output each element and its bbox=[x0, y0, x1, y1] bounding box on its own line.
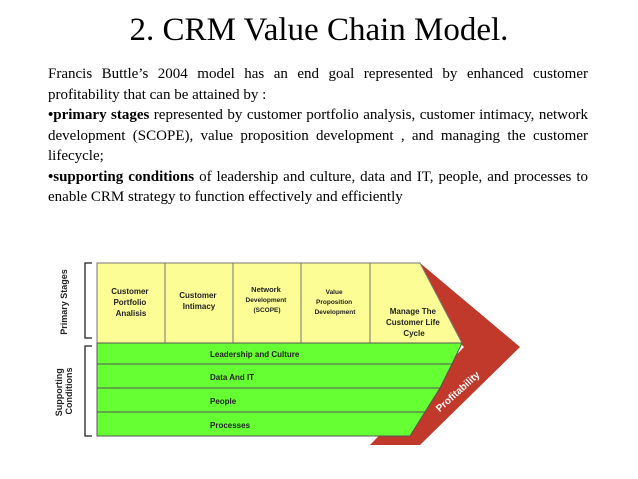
condition-label-processes: Processes bbox=[210, 421, 251, 430]
supporting-conditions-bullet: •supporting conditions of leadership and… bbox=[48, 167, 588, 208]
primary-stages-band bbox=[96, 262, 463, 344]
condition-label-people: People bbox=[210, 397, 237, 406]
stage-label-line: Development bbox=[315, 309, 357, 316]
crm-value-chain-diagram: Primary Stages Supporting Conditions Cus… bbox=[54, 262, 520, 445]
supporting-conditions-label: Supporting Conditions bbox=[54, 366, 74, 417]
condition-label-leadership: Leadership and Culture bbox=[210, 350, 300, 359]
stage-box-intimacy bbox=[164, 262, 234, 344]
stage-label-line: Network bbox=[251, 285, 281, 294]
stage-label-line: Manage The bbox=[390, 307, 437, 316]
primary-stages-label: Primary Stages bbox=[59, 269, 69, 335]
stage-label-line: Customer Life bbox=[386, 318, 440, 327]
stage-label-line: Value bbox=[326, 289, 343, 296]
supporting-conditions-description: of leadership and culture, data and IT, … bbox=[48, 168, 588, 206]
stage-label-line: (SCOPE) bbox=[253, 307, 280, 314]
stage-label-line: Customer bbox=[179, 291, 216, 300]
stage-label-line: Customer bbox=[111, 287, 148, 296]
stage-label-portfolio: Customer Portfolio Analisis bbox=[111, 287, 151, 318]
stage-label-line: Development bbox=[246, 297, 288, 304]
stage-label-line: Intimacy bbox=[183, 302, 216, 311]
primary-stages-bracket bbox=[84, 262, 92, 339]
stage-label-intimacy: Customer Intimacy bbox=[179, 291, 219, 311]
stage-label-line: Portfolio bbox=[113, 298, 146, 307]
primary-stages-bullet: •primary stages represented by customer … bbox=[48, 105, 588, 167]
slide-body: Francis Buttle’s 2004 model has an end g… bbox=[48, 64, 588, 208]
condition-label-data: Data And IT bbox=[210, 373, 254, 382]
intro-paragraph: Francis Buttle’s 2004 model has an end g… bbox=[48, 66, 588, 103]
supporting-conditions-bracket bbox=[84, 345, 92, 437]
condition-bar-people bbox=[96, 387, 441, 413]
slide-title: 2. CRM Value Chain Model. bbox=[129, 12, 509, 48]
supporting-conditions-band bbox=[96, 342, 463, 437]
primary-stages-term: •primary stages bbox=[48, 107, 150, 123]
stage-label-line: Proposition bbox=[316, 299, 352, 306]
supporting-label-line: Conditions bbox=[64, 368, 74, 415]
stage-box-value bbox=[300, 262, 371, 344]
stage-label-network: Network Development (SCOPE) bbox=[246, 285, 289, 314]
stage-label-lifecycle: Manage The Customer Life Cycle bbox=[386, 307, 442, 338]
primary-stages-description: represented by customer portfolio analys… bbox=[48, 107, 589, 164]
supporting-label-line: Supporting bbox=[54, 368, 64, 416]
stage-label-line: Cycle bbox=[403, 329, 425, 338]
stage-label-value: Value Proposition Development bbox=[315, 289, 357, 316]
stage-label-line: Analisis bbox=[116, 309, 147, 318]
customer-profitability-arrow bbox=[370, 263, 520, 445]
condition-bar-data bbox=[96, 363, 453, 389]
supporting-conditions-term: •supporting conditions bbox=[48, 168, 195, 185]
stage-box-network bbox=[232, 262, 302, 344]
condition-bar-processes bbox=[96, 411, 426, 437]
